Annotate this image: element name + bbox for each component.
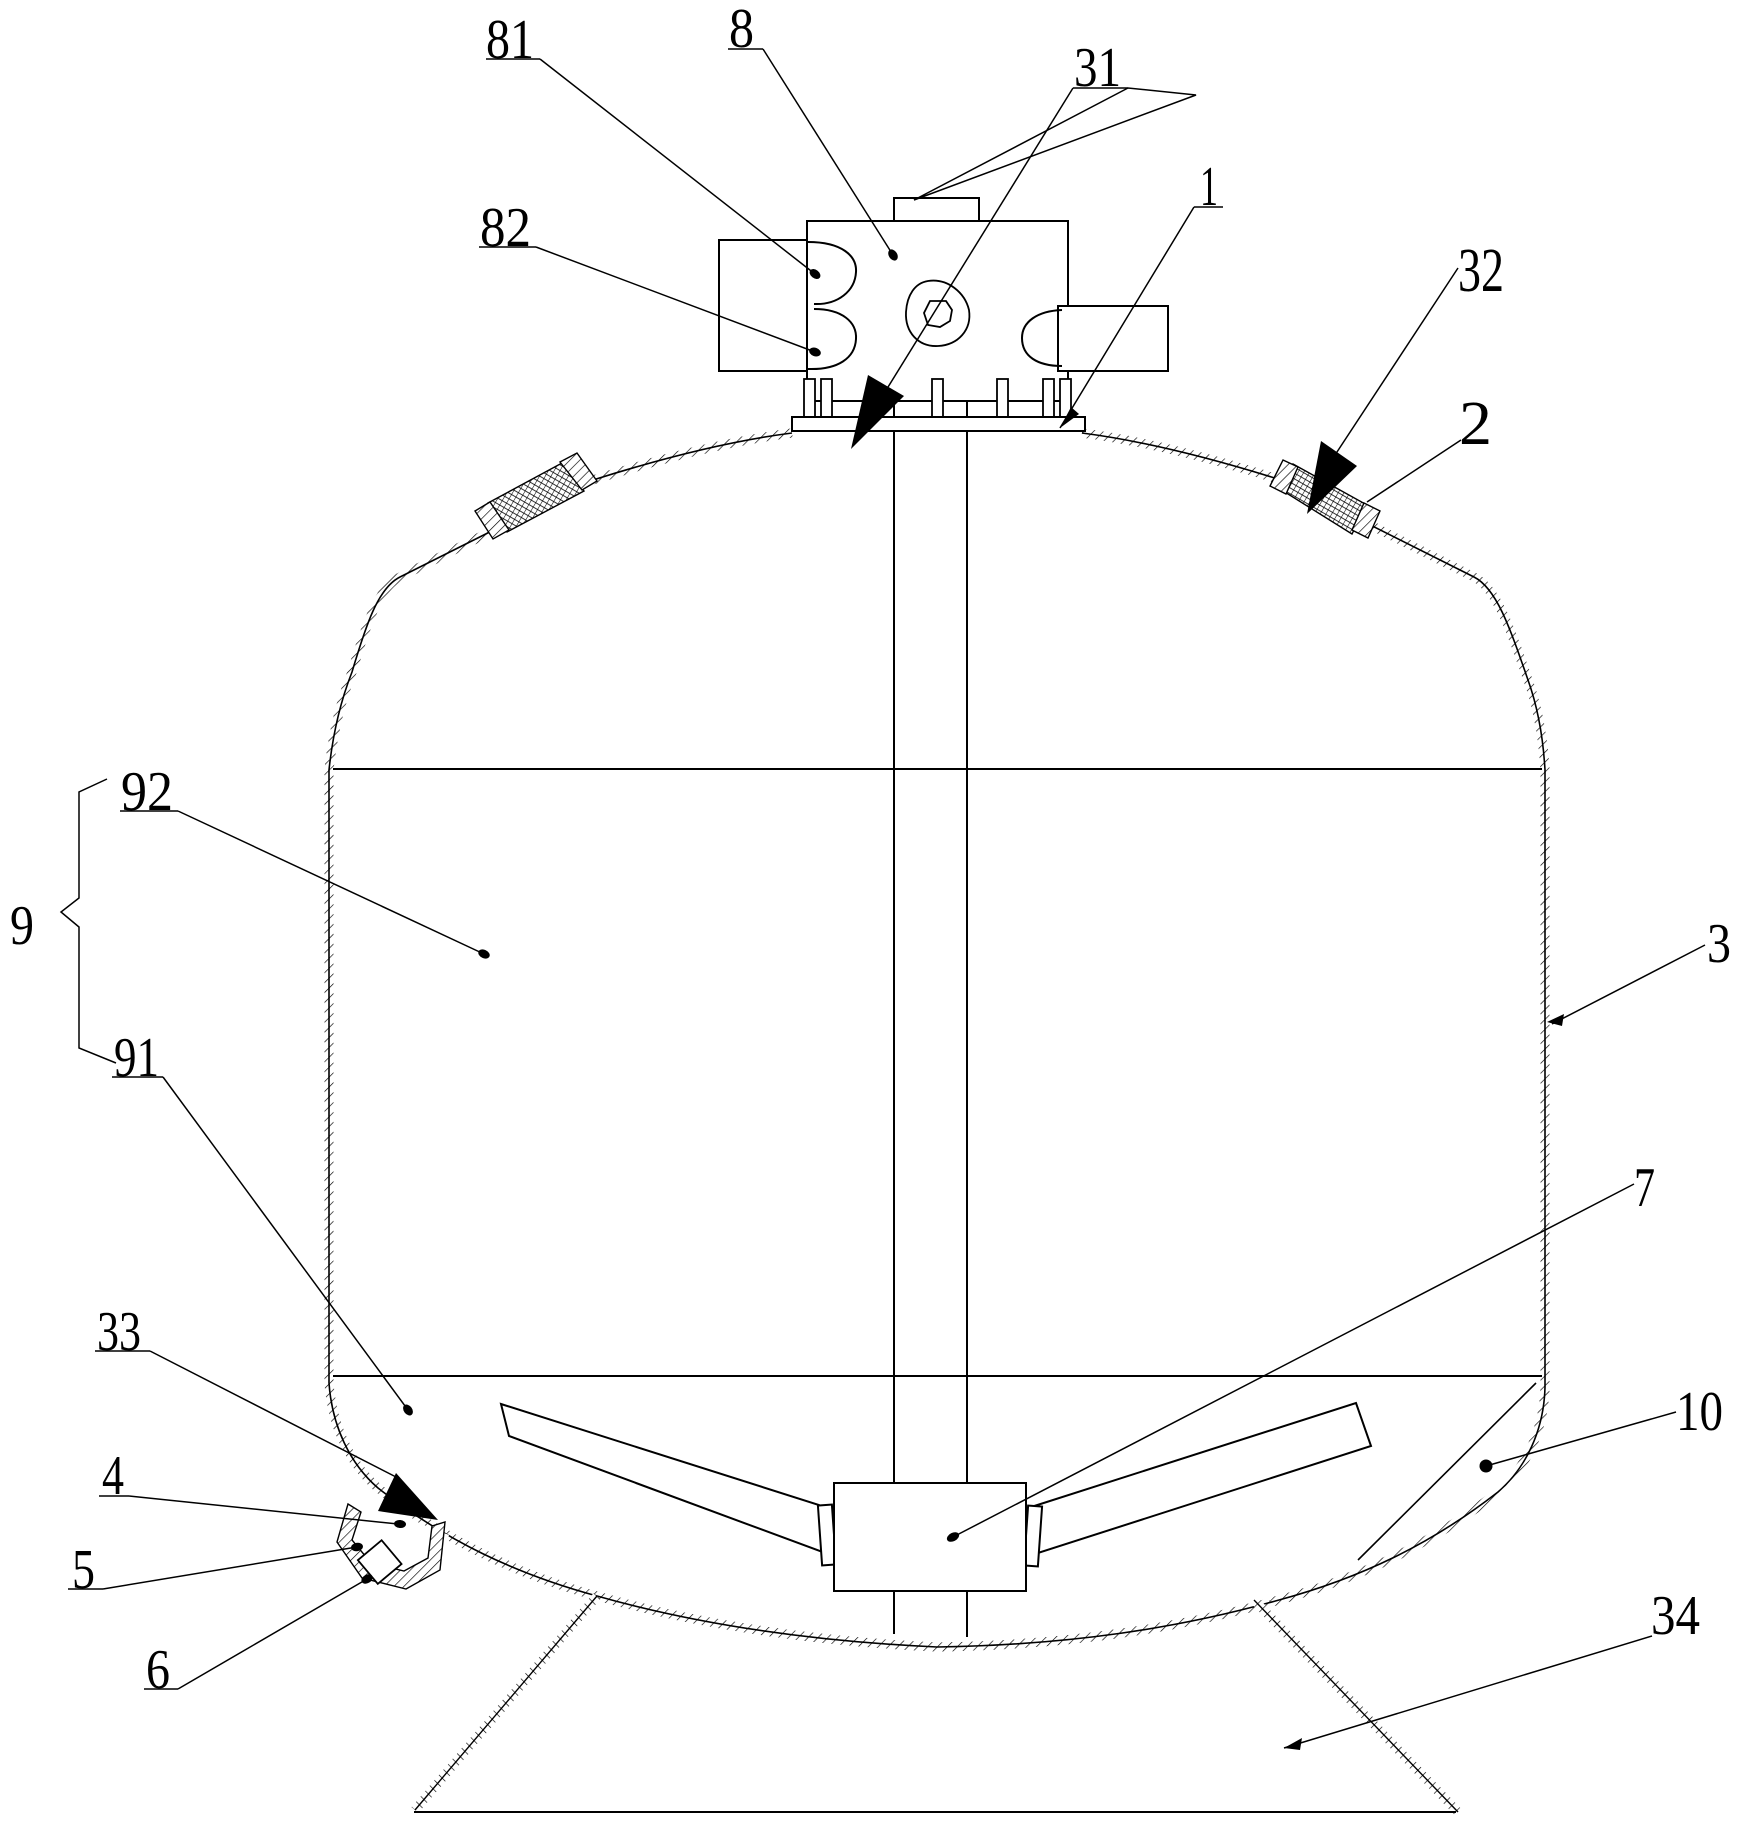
svg-text:5: 5 xyxy=(72,1539,95,1601)
svg-text:33: 33 xyxy=(97,1301,141,1363)
svg-text:6: 6 xyxy=(146,1639,170,1701)
svg-text:2: 2 xyxy=(1459,390,1492,458)
svg-text:82: 82 xyxy=(480,197,531,259)
svg-text:32: 32 xyxy=(1458,237,1504,305)
svg-text:31: 31 xyxy=(1074,37,1121,99)
svg-text:81: 81 xyxy=(486,9,534,71)
svg-text:9: 9 xyxy=(10,895,34,957)
svg-text:10: 10 xyxy=(1676,1381,1723,1443)
svg-text:1: 1 xyxy=(1200,156,1218,218)
svg-text:7: 7 xyxy=(1634,1157,1655,1219)
svg-text:3: 3 xyxy=(1707,913,1731,975)
svg-text:34: 34 xyxy=(1651,1585,1700,1647)
svg-text:91: 91 xyxy=(114,1027,159,1089)
svg-text:4: 4 xyxy=(102,1445,124,1507)
svg-text:92: 92 xyxy=(121,761,173,823)
svg-text:8: 8 xyxy=(729,0,754,60)
